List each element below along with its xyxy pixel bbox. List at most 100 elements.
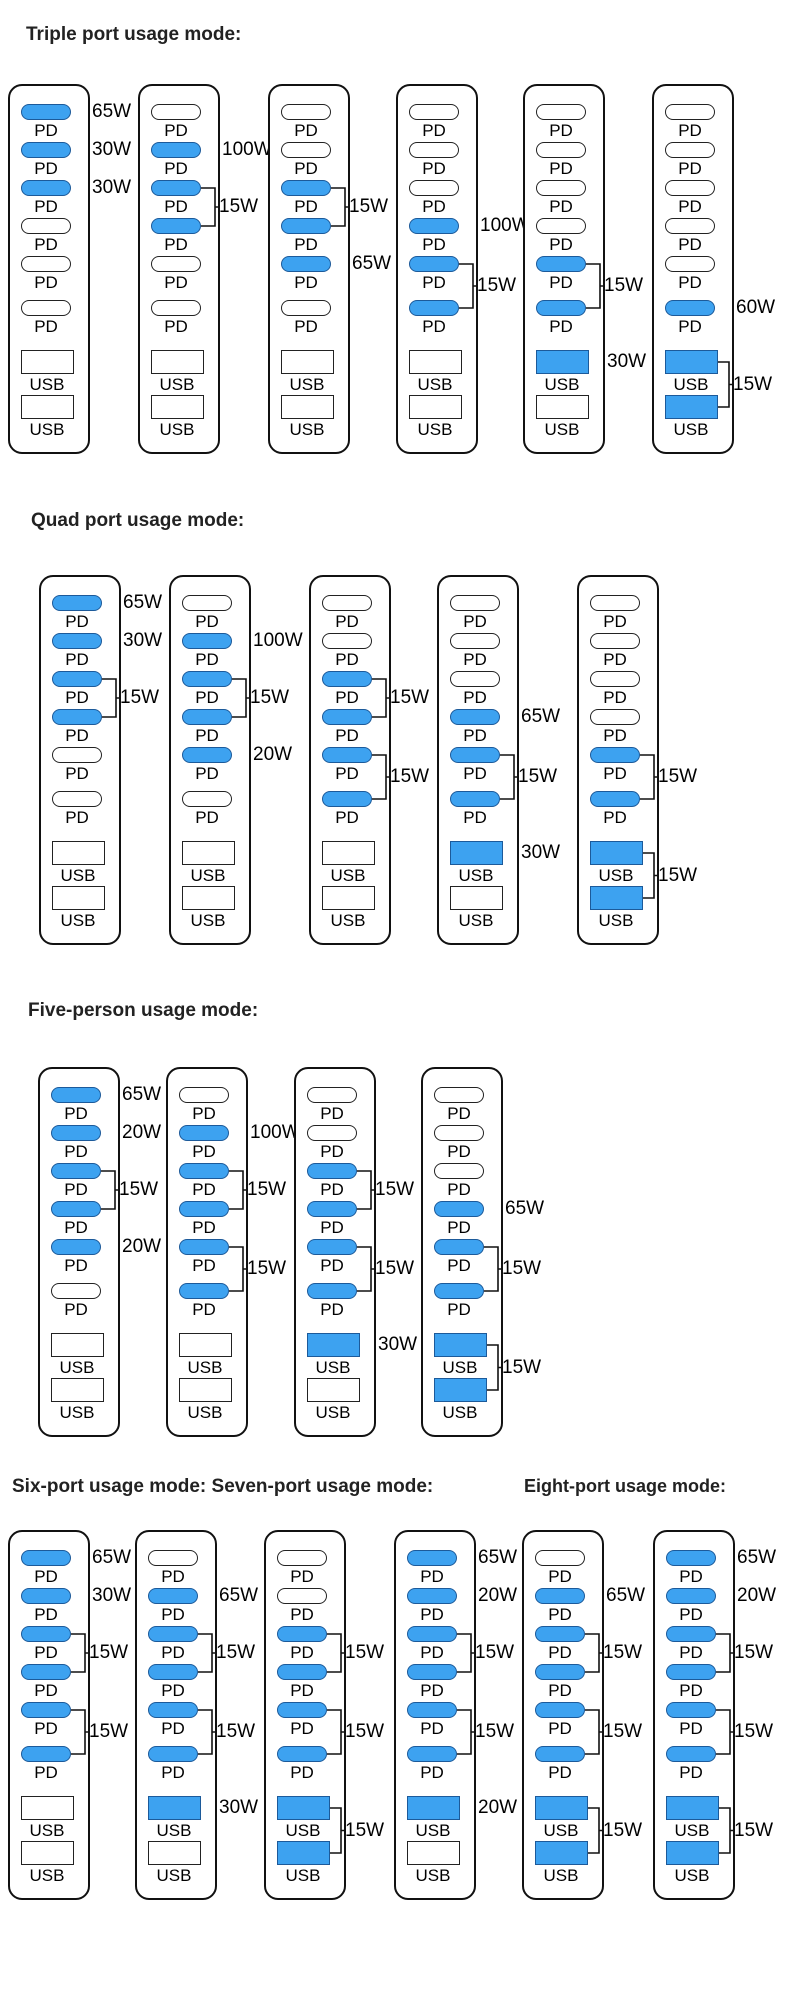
usb-port xyxy=(281,350,334,374)
pd-port-active xyxy=(407,1746,457,1762)
usb-port xyxy=(322,841,375,865)
usb-port-active xyxy=(277,1796,330,1820)
pd-label: PD xyxy=(463,726,487,745)
pd-label: PD xyxy=(64,1218,88,1237)
wattage-label: 65W xyxy=(505,1198,545,1219)
usb-port-active xyxy=(665,395,718,419)
wattage-label: 65W xyxy=(352,253,392,274)
wattage-label: 15W xyxy=(390,766,430,787)
pd-label: PD xyxy=(320,1218,344,1237)
pd-port-active xyxy=(51,1087,101,1103)
pd-label: PD xyxy=(335,726,359,745)
pd-label: PD xyxy=(164,197,188,216)
pd-port xyxy=(536,180,586,196)
pd-label: PD xyxy=(34,159,58,178)
wattage-label: 15W xyxy=(604,275,644,296)
pd-port-active xyxy=(21,1550,71,1566)
pd-port-active xyxy=(52,595,102,611)
wattage-label: 65W xyxy=(478,1547,518,1568)
pd-label: PD xyxy=(679,1763,703,1782)
pd-port-active xyxy=(407,1588,457,1604)
pd-label: PD xyxy=(420,1719,444,1738)
usb-port-active xyxy=(590,886,643,910)
pd-port xyxy=(179,1087,229,1103)
usb-label: USB xyxy=(285,1821,321,1840)
pd-port xyxy=(51,1283,101,1299)
usb-port xyxy=(409,395,462,419)
usb-port xyxy=(151,350,204,374)
usb-port-active xyxy=(535,1796,588,1820)
pd-label: PD xyxy=(34,1719,58,1738)
pd-port-active xyxy=(182,747,232,763)
usb-label: USB xyxy=(544,420,580,439)
wattage-label: 20W xyxy=(737,1585,777,1606)
pd-label: PD xyxy=(320,1142,344,1161)
wattage-label: 65W xyxy=(606,1585,646,1606)
pd-port-active xyxy=(281,218,331,234)
usb-label: USB xyxy=(29,1866,65,1885)
wattage-label: 15W xyxy=(216,1721,256,1742)
pd-label: PD xyxy=(678,121,702,140)
pd-port xyxy=(450,595,500,611)
wattage-label: 15W xyxy=(502,1258,542,1279)
usb-label: USB xyxy=(29,375,65,394)
pd-port xyxy=(182,791,232,807)
pd-port xyxy=(307,1125,357,1141)
pd-port-active xyxy=(281,256,331,272)
pd-label: PD xyxy=(192,1300,216,1319)
usb-port xyxy=(322,886,375,910)
pd-port-active xyxy=(151,218,201,234)
usb-label: USB xyxy=(543,1866,579,1885)
pd-label: PD xyxy=(422,235,446,254)
pd-label: PD xyxy=(64,1142,88,1161)
pd-label: PD xyxy=(548,1567,572,1586)
wattage-label: 15W xyxy=(477,275,517,296)
pd-port-active xyxy=(307,1239,357,1255)
usb-port-active xyxy=(665,350,718,374)
pd-port-active xyxy=(450,791,500,807)
pd-port xyxy=(450,633,500,649)
wattage-label: 30W xyxy=(92,139,132,160)
pd-label: PD xyxy=(164,235,188,254)
pd-label: PD xyxy=(678,235,702,254)
pd-label: PD xyxy=(34,1763,58,1782)
wattage-label: 15W xyxy=(375,1258,415,1279)
wattage-label: 15W xyxy=(603,1819,643,1841)
pd-port-active xyxy=(21,1702,71,1718)
pd-port-active xyxy=(536,300,586,316)
pd-label: PD xyxy=(64,1104,88,1123)
wattage-label: 15W xyxy=(658,864,698,886)
wattage-label: 15W xyxy=(345,1642,385,1663)
pd-port xyxy=(536,104,586,120)
pd-label: PD xyxy=(161,1605,185,1624)
pd-label: PD xyxy=(420,1643,444,1662)
pd-label: PD xyxy=(447,1104,471,1123)
usb-port xyxy=(52,841,105,865)
pd-label: PD xyxy=(195,688,219,707)
usb-port-active xyxy=(434,1378,487,1402)
pd-label: PD xyxy=(65,612,89,631)
usb-port-active xyxy=(434,1333,487,1357)
pd-label: PD xyxy=(463,650,487,669)
pd-port-active xyxy=(666,1550,716,1566)
pd-port xyxy=(151,104,201,120)
pd-label: PD xyxy=(161,1681,185,1700)
usb-label: USB xyxy=(673,375,709,394)
pd-port-active xyxy=(21,1626,71,1642)
pd-label: PD xyxy=(294,159,318,178)
usb-port xyxy=(179,1378,232,1402)
pd-label: PD xyxy=(422,273,446,292)
pd-port-active xyxy=(322,709,372,725)
wattage-label: 60W xyxy=(736,297,776,318)
pd-port-active xyxy=(51,1201,101,1217)
pd-port-active xyxy=(277,1626,327,1642)
usb-port-active xyxy=(307,1333,360,1357)
wattage-label: 15W xyxy=(120,687,160,708)
pd-port-active xyxy=(434,1239,484,1255)
pd-label: PD xyxy=(420,1681,444,1700)
pd-port-active xyxy=(307,1163,357,1179)
wattage-label: 15W xyxy=(475,1642,515,1663)
pd-label: PD xyxy=(678,197,702,216)
wattage-label: 30W xyxy=(378,1334,418,1355)
pd-port-active xyxy=(307,1283,357,1299)
